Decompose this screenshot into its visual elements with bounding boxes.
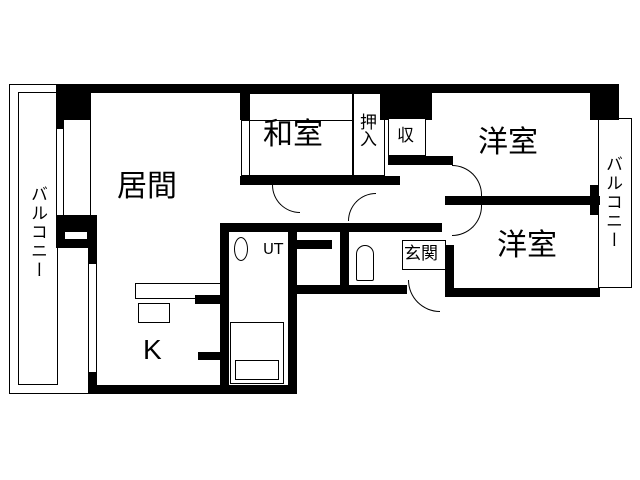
door-youshitsu-2 <box>452 205 482 236</box>
wall-bottom <box>88 385 296 394</box>
wall-toilet-left <box>340 223 349 293</box>
wall-left-lower <box>88 240 97 265</box>
wall-right <box>590 185 599 215</box>
washitsu-tatami-2 <box>249 93 353 176</box>
living-label: 居間 <box>117 169 177 204</box>
wall-storage-bottom <box>388 156 453 165</box>
wall-top <box>56 84 619 93</box>
storage <box>388 118 426 156</box>
wall-youshitsu-bottom <box>445 288 600 297</box>
bathtub-inner <box>235 360 279 380</box>
wall-storage-block <box>380 84 432 120</box>
entrance <box>402 240 446 270</box>
door-entrance <box>408 280 440 312</box>
utility-label: UT <box>263 240 284 258</box>
wall-kitchen-stub <box>195 295 221 304</box>
youshitsu-1-label: 洋室 <box>478 125 538 160</box>
oshiire <box>353 93 385 176</box>
kitchen-label: K <box>143 334 162 365</box>
balcony-right-label: バルコニー <box>602 155 622 250</box>
wall-youshitsu-left <box>445 245 454 297</box>
wall-toilet-top <box>297 223 442 232</box>
door-toilet <box>348 193 376 221</box>
door-youshitsu-1 <box>452 165 482 196</box>
wall-kitchen-stub-2 <box>198 352 220 360</box>
window-left-1 <box>56 128 64 216</box>
youshitsu-2-label: 洋室 <box>497 228 557 263</box>
kitchen-sink <box>138 303 170 323</box>
wall-core-top <box>220 223 298 232</box>
wall-youshitsu-divider <box>445 196 600 205</box>
wall-core-right <box>288 223 297 394</box>
wall-toilet-bottom <box>297 285 407 294</box>
toilet <box>356 245 374 281</box>
door-washitsu <box>272 185 300 213</box>
wall-core-left <box>220 223 229 394</box>
window-left-2 <box>88 263 97 373</box>
washitsu-label: 和室 <box>263 117 323 152</box>
wall-youshitsu-right <box>590 84 619 120</box>
balcony-left-inner <box>18 92 58 385</box>
wall-washitsu-left <box>240 84 249 120</box>
wall-washitsu-bottom <box>240 176 400 185</box>
washbasin <box>234 237 248 261</box>
wall-left-upper <box>56 84 64 129</box>
balcony-left-label: バルコニー <box>27 185 47 280</box>
wall-left-bottom <box>88 372 97 394</box>
storage-label: 収 <box>397 126 414 146</box>
oshiire-label: 押入 <box>356 113 376 147</box>
wall-core-mid <box>297 240 332 249</box>
entrance-label: 玄関 <box>404 244 438 264</box>
